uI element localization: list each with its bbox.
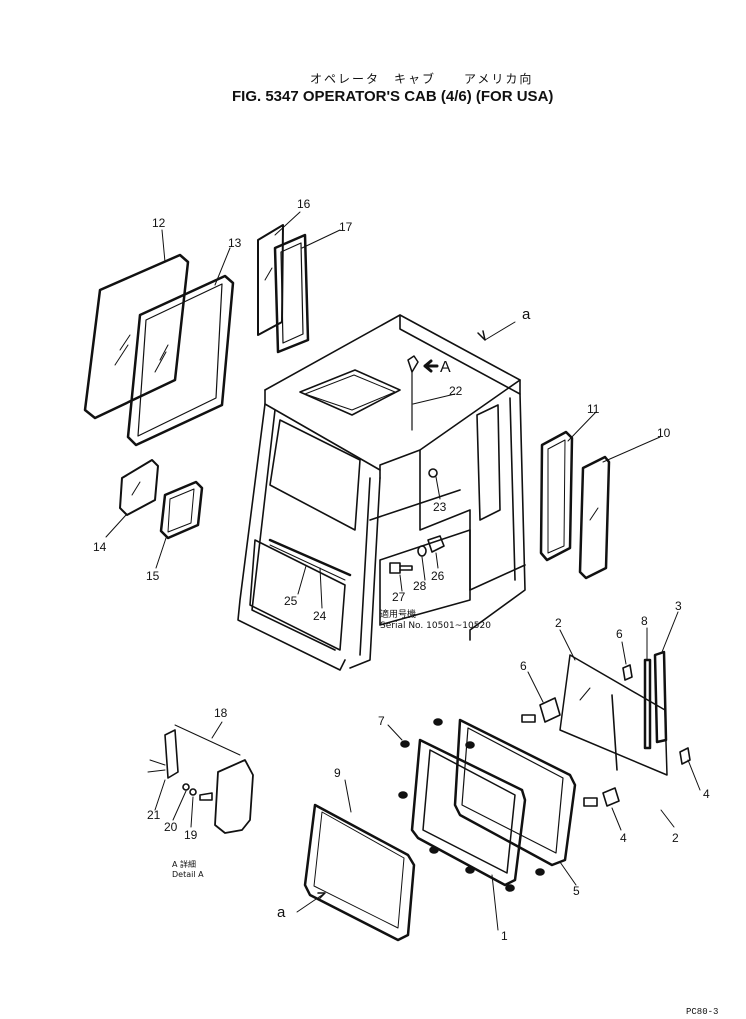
detail-a-arrow bbox=[423, 359, 439, 373]
part-22-lamp bbox=[407, 355, 419, 431]
callout-3: 3 bbox=[675, 599, 682, 613]
callout-26: 26 bbox=[431, 569, 445, 583]
part-15-seal bbox=[159, 480, 204, 540]
callout-18: 18 bbox=[214, 706, 228, 720]
serial-note-en: Serial No. 10501~10520 bbox=[380, 621, 491, 631]
callout-2: 2 bbox=[555, 616, 562, 630]
detail-note-jp: A 詳細 bbox=[172, 860, 197, 869]
callout-labels: 1 2 2 3 4 4 5 6 6 7 8 9 10 11 12 13 14 1… bbox=[93, 197, 710, 943]
part-3-strip bbox=[653, 650, 668, 744]
callout-6: 6 bbox=[616, 627, 623, 641]
cab-body bbox=[237, 314, 526, 671]
callout-15: 15 bbox=[146, 569, 160, 583]
callout-6b: 6 bbox=[520, 659, 527, 673]
callout-5: 5 bbox=[573, 884, 580, 898]
part-28-washer bbox=[417, 545, 427, 557]
callout-2b: 2 bbox=[672, 831, 679, 845]
callout-16: 16 bbox=[297, 197, 311, 211]
part-1-frame bbox=[410, 738, 527, 887]
detail-note-en: Detail A bbox=[172, 870, 204, 879]
part-14-glass bbox=[119, 459, 159, 516]
part-2-glass bbox=[559, 654, 668, 776]
page-code: PC80-3 bbox=[686, 1007, 719, 1017]
ref-a-top: a bbox=[522, 306, 531, 323]
callout-20: 20 bbox=[164, 820, 178, 834]
part-9-glass bbox=[303, 803, 416, 942]
part-16-glass bbox=[257, 224, 284, 336]
callout-21: 21 bbox=[147, 808, 161, 822]
callout-27: 27 bbox=[392, 590, 406, 604]
callout-13: 13 bbox=[228, 236, 242, 250]
callout-25: 25 bbox=[284, 594, 298, 608]
figure-title: FIG. 5347 OPERATOR'S CAB (4/6) (FOR USA) bbox=[232, 88, 554, 105]
callout-22: 22 bbox=[449, 384, 463, 398]
part-23-grommet bbox=[428, 468, 438, 478]
part-12-glass bbox=[83, 253, 190, 420]
leader-lines bbox=[105, 211, 701, 931]
part-27-bolt bbox=[389, 562, 413, 574]
callout-11: 11 bbox=[587, 402, 600, 416]
arrow-label-a: A bbox=[440, 359, 451, 376]
callout-12: 12 bbox=[152, 216, 166, 230]
callout-4: 4 bbox=[703, 787, 710, 801]
part-13-weatherstrip bbox=[126, 274, 235, 447]
detail-a-note: A 詳細 Detail A bbox=[172, 860, 204, 880]
callout-23: 23 bbox=[433, 500, 447, 514]
callout-4b: 4 bbox=[620, 831, 627, 845]
part-18-lamp bbox=[147, 724, 254, 834]
callout-9: 9 bbox=[334, 766, 341, 780]
callout-8: 8 bbox=[641, 614, 648, 628]
part-8-strip bbox=[643, 658, 652, 750]
ref-a-bottom: a bbox=[277, 904, 286, 921]
part-4-latch bbox=[583, 747, 691, 807]
part-5-seal bbox=[453, 718, 577, 867]
callout-14: 14 bbox=[93, 540, 107, 554]
title-japanese: オペレータ キャブ アメリカ向 bbox=[310, 72, 534, 86]
callout-19: 19 bbox=[184, 828, 198, 842]
serial-note-jp: 適用号機 bbox=[380, 610, 417, 620]
part-10-glass bbox=[578, 455, 611, 580]
callout-10: 10 bbox=[657, 426, 671, 440]
callout-24: 24 bbox=[313, 609, 327, 623]
part-17-seal bbox=[273, 233, 310, 354]
part-11-seal bbox=[539, 430, 574, 562]
callout-7: 7 bbox=[378, 714, 385, 728]
callout-28: 28 bbox=[413, 579, 427, 593]
callout-1: 1 bbox=[501, 929, 508, 943]
serial-note: 適用号機 Serial No. 10501~10520 bbox=[380, 610, 491, 632]
callout-17: 17 bbox=[339, 220, 353, 234]
part-26-bracket bbox=[427, 535, 445, 553]
part-6-latch bbox=[521, 664, 633, 723]
part-7-fastener bbox=[398, 718, 545, 892]
